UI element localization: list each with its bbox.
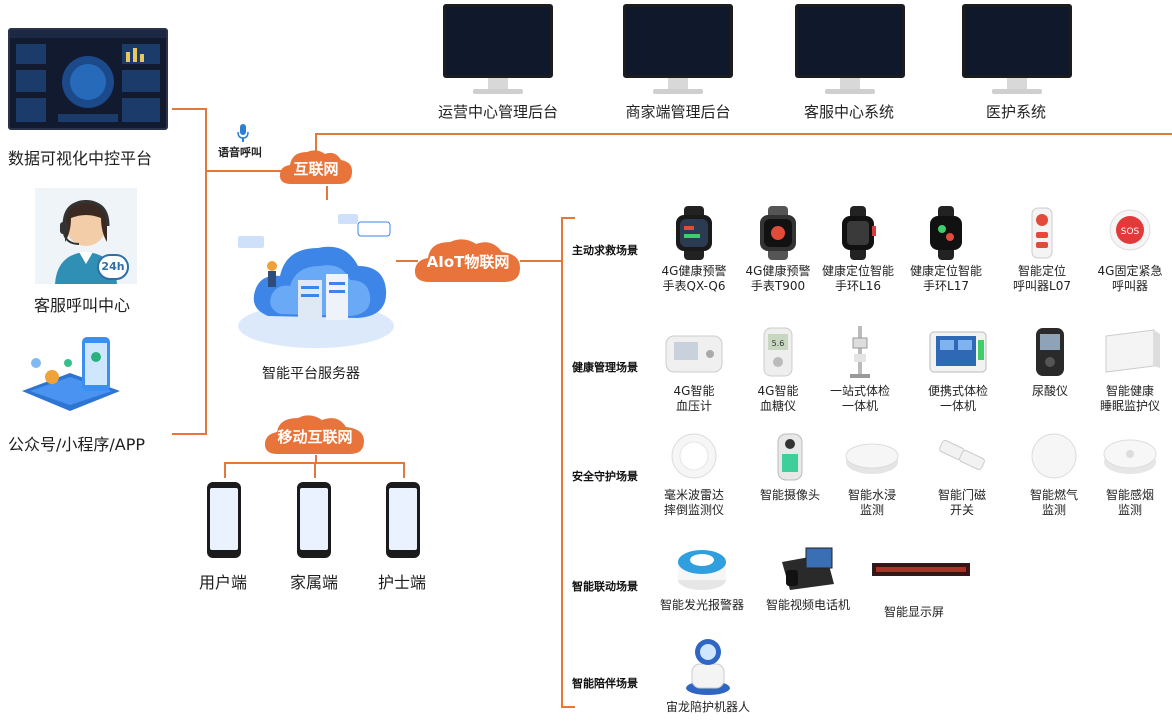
connector-line: [315, 133, 1172, 135]
monitor-customer-service: [795, 4, 905, 100]
phone-family: [297, 482, 331, 558]
band-icon: [914, 206, 978, 260]
device-sleep-monitor: 智能健康睡眠监护仪: [1082, 326, 1172, 414]
sleep-monitor-icon: [1098, 326, 1162, 380]
platform-server-illustration: [228, 208, 400, 354]
connector-line: [172, 433, 207, 435]
connector-line: [561, 217, 575, 219]
app-illustration: [12, 333, 128, 417]
portable-checkup-icon: [926, 326, 990, 380]
sos-icon: SOS: [1098, 206, 1162, 260]
device-gas-sensor: 智能燃气监测: [1006, 430, 1102, 518]
blood-pressure-icon: [662, 326, 726, 380]
connector-line: [315, 455, 317, 463]
svg-text:SOS: SOS: [1121, 227, 1140, 237]
scene-label-health: 健康管理场景: [572, 361, 638, 374]
monitor-label-customer-service: 客服中心系统: [803, 103, 894, 121]
video-phone-icon: [776, 540, 840, 594]
connector-line: [403, 462, 405, 478]
device-water-sensor: 智能水浸监测: [824, 430, 920, 518]
call-center-label: 客服呼叫中心: [34, 296, 131, 315]
device-band-l17: 健康定位智能手环L17: [898, 206, 994, 294]
device-glucose-meter: 5.6 4G智能血糖仪: [730, 326, 826, 414]
gas-sensor-icon: [1022, 430, 1086, 484]
connector-line: [326, 186, 328, 200]
uric-acid-meter-icon: [1018, 326, 1082, 380]
device-portable-checkup: 便携式体检一体机: [910, 326, 1006, 414]
device-mmwave-radar: 毫米波雷达摔倒监测仪: [646, 430, 742, 518]
connector-line: [396, 260, 418, 262]
mobile-app-icon: [22, 337, 120, 411]
device-video-phone: 智能视频电话机: [760, 540, 856, 613]
data-viz-label: 数据可视化中控平台: [8, 149, 153, 168]
24h-badge: 24h: [97, 254, 129, 280]
scene-label-safety: 安全守护场景: [572, 470, 638, 483]
device-smoke-sensor: 智能感烟监测: [1082, 430, 1172, 518]
connector-line: [315, 133, 317, 151]
pager-icon: [1010, 206, 1074, 260]
dashboard-thumbnail: [10, 30, 166, 122]
device-smart-camera: 智能摄像头: [742, 430, 838, 503]
connector-line: [520, 260, 562, 262]
connector-line: [224, 462, 226, 478]
watch-icon: [662, 206, 726, 260]
connector-line: [172, 108, 206, 110]
device-led-display-label: 智能显示屏: [884, 605, 945, 619]
monitor-label-operations: 运营中心管理后台: [437, 103, 558, 121]
phone-nurse: [386, 482, 420, 558]
monitor-medical: [962, 4, 1072, 100]
radar-icon: [662, 430, 726, 484]
water-sensor-icon: [840, 430, 904, 484]
mobile-internet-cloud: 移动互联网: [262, 412, 368, 458]
door-sensor-icon: [930, 430, 994, 484]
monitor-label-merchant: 商家端管理后台: [625, 103, 731, 121]
connector-line: [205, 170, 285, 172]
robot-icon: [676, 636, 740, 696]
device-blood-pressure: 4G智能血压计: [646, 326, 742, 414]
device-sos-button: SOS 4G固定紧急呼叫器: [1082, 206, 1172, 294]
connector-line: [561, 706, 575, 708]
health-station-icon: [828, 326, 892, 380]
device-uric-acid-meter: 尿酸仪: [1002, 326, 1098, 399]
device-health-station: 一站式体检一体机: [812, 326, 908, 414]
svg-text:5.6: 5.6: [772, 339, 785, 348]
phone-user: [207, 482, 241, 558]
smoke-sensor-icon: [1098, 430, 1162, 484]
call-center-image: 24h: [35, 188, 137, 284]
device-watch-qx-q6: 4G健康预警手表QX-Q6: [646, 206, 742, 294]
band-icon: [826, 206, 890, 260]
scene-label-linkage: 智能联动场景: [572, 580, 638, 593]
glucose-meter-icon: 5.6: [746, 326, 810, 380]
mobile-end-user: 用户端: [199, 573, 248, 592]
device-door-sensor: 智能门磁开关: [914, 430, 1010, 518]
monitor-merchant: [623, 4, 733, 100]
watch-icon: [746, 206, 810, 260]
mobile-end-family: 家属端: [290, 573, 339, 592]
device-alarm-light: 智能发光报警器: [654, 540, 750, 613]
scene-label-emergency: 主动求救场景: [572, 244, 638, 257]
device-pager-l07: 智能定位呼叫器L07: [994, 206, 1090, 294]
device-watch-t900: 4G健康预警手表T900: [730, 206, 826, 294]
connector-line: [314, 462, 316, 478]
aiot-cloud: AIoT物联网: [412, 236, 524, 286]
internet-cloud: 互联网: [277, 146, 355, 188]
camera-icon: [758, 430, 822, 484]
alarm-light-icon: [670, 540, 734, 594]
monitor-operations: [443, 4, 553, 100]
monitor-label-medical: 医护系统: [985, 103, 1046, 121]
led-display-icon: [872, 563, 970, 576]
server-label: 智能平台服务器: [262, 366, 360, 382]
voice-call-label: 语音呼叫: [218, 146, 262, 159]
data-viz-screen: [8, 28, 168, 130]
device-band-l16: 健康定位智能手环L16: [810, 206, 906, 294]
mobile-end-nurse: 护士端: [378, 573, 427, 592]
device-companion-robot: 宙龙陪护机器人: [660, 636, 756, 715]
scene-label-companion: 智能陪伴场景: [572, 677, 638, 690]
app-label: 公众号/小程序/APP: [8, 435, 146, 454]
connector-line: [205, 108, 207, 434]
microphone-icon: [236, 123, 250, 147]
connector-line: [561, 217, 563, 708]
